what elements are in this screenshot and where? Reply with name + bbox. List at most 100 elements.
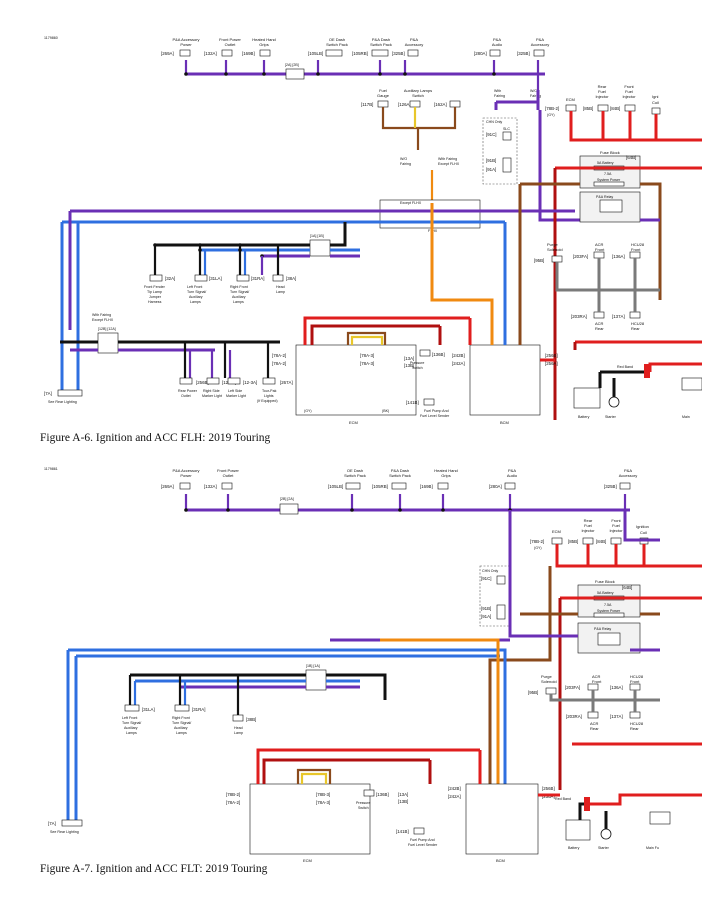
- fuel-pump-a7: [13A] [13B] [141B] Fuel Pump And Fuel Le…: [396, 792, 438, 847]
- svg-text:[162A]: [162A]: [434, 102, 447, 107]
- svg-text:Switch Pack: Switch Pack: [326, 42, 348, 47]
- svg-text:Heated Hand: Heated Hand: [252, 37, 276, 42]
- svg-text:Starter: Starter: [598, 846, 610, 850]
- component-pa-audio: P&A Audio [280A]: [474, 37, 503, 57]
- svg-text:Lights: Lights: [264, 394, 274, 398]
- top-drops: [184, 60, 540, 90]
- svg-text:Front: Front: [630, 679, 640, 684]
- svg-text:Right Front: Right Front: [172, 716, 190, 720]
- fuel-gauge: Fuel Gauge [117B]: [361, 88, 390, 108]
- svg-text:5A Battery: 5A Battery: [597, 161, 614, 165]
- svg-text:Heated Hand: Heated Hand: [434, 468, 458, 473]
- svg-text:Switch: Switch: [358, 806, 369, 810]
- svg-text:Starter: Starter: [605, 415, 617, 419]
- injectors-a6: Rear Fuel Injector [85B] Front Fuel Inje…: [583, 84, 661, 115]
- svg-text:Gauge: Gauge: [377, 93, 390, 98]
- svg-text:Audio: Audio: [492, 42, 503, 47]
- svg-text:OE Dash: OE Dash: [347, 468, 363, 473]
- svg-text:Lamps: Lamps: [190, 300, 201, 304]
- red-injector-bus: [569, 111, 702, 142]
- svg-text:Switch: Switch: [412, 93, 424, 98]
- svg-text:[78B-2]: [78B-2]: [530, 539, 544, 544]
- rear-drops-violet: [188, 350, 232, 378]
- svg-text:Except FLHX: Except FLHX: [92, 318, 114, 322]
- figure-caption-a7: Figure A-7. Ignition and ACC FLT: 2019 T…: [40, 863, 268, 875]
- svg-text:[31RA]: [31RA]: [251, 276, 264, 281]
- svg-text:[242A]: [242A]: [448, 794, 461, 799]
- svg-text:Switch Pack: Switch Pack: [370, 42, 392, 47]
- svg-text:P&A Dash: P&A Dash: [372, 37, 390, 42]
- svg-text:[280A]: [280A]: [489, 484, 502, 489]
- svg-text:[78B-3]: [78B-3]: [316, 792, 330, 797]
- svg-text:Pressure: Pressure: [410, 361, 424, 365]
- violet-fairing-split: [494, 90, 540, 110]
- svg-text:Tour-Pak: Tour-Pak: [262, 389, 277, 393]
- svg-text:[91A]: [91A]: [481, 614, 491, 619]
- svg-text:P&A Relay: P&A Relay: [596, 195, 613, 199]
- svg-text:[7A]: [7A]: [48, 821, 56, 826]
- svg-text:P&A Dash: P&A Dash: [391, 468, 409, 473]
- svg-text:[136A]: [136A]: [612, 254, 625, 259]
- svg-text:Turn Signal/: Turn Signal/: [122, 721, 141, 725]
- svg-text:Outlet: Outlet: [225, 42, 237, 47]
- fuse-block-a7: Fuse Block [64B] 5A Battery 7.5A System …: [577, 579, 641, 654]
- front-lamps-a6: [32A] Front Fender Tip Lamp Jumper Harne…: [144, 274, 296, 304]
- svg-text:[2A] [2B]: [2A] [2B]: [285, 63, 299, 67]
- svg-text:Front: Front: [595, 247, 605, 252]
- svg-text:Rear: Rear: [590, 726, 599, 731]
- svg-text:HCU28: HCU28: [631, 321, 645, 326]
- svg-text:[280A]: [280A]: [474, 51, 487, 56]
- svg-text:[31LA]: [31LA]: [209, 276, 222, 281]
- brown-ecm-loop: [346, 331, 387, 345]
- chn-only-box: [482, 117, 518, 185]
- svg-text:(GY): (GY): [547, 113, 555, 117]
- svg-text:ACR: ACR: [592, 674, 601, 679]
- svg-text:[91C]: [91C]: [481, 576, 492, 581]
- svg-text:W/O: W/O: [400, 157, 407, 161]
- svg-text:[78A-3]: [78A-3]: [360, 361, 374, 366]
- svg-text:Front Fender: Front Fender: [144, 285, 166, 289]
- svg-text:Battery: Battery: [568, 846, 580, 850]
- svg-text:Auxiliary Lamps: Auxiliary Lamps: [404, 88, 432, 93]
- svg-text:Front Power: Front Power: [219, 37, 241, 42]
- svg-text:[256B]: [256B]: [545, 353, 558, 358]
- svg-text:ECM: ECM: [566, 97, 575, 102]
- svg-text:Injector: Injector: [581, 528, 595, 533]
- svg-text:Lamps: Lamps: [126, 731, 137, 735]
- bus-splices-a6: [184, 72, 496, 76]
- svg-text:Auxiliary: Auxiliary: [232, 295, 246, 299]
- connector-1a-1b: [1A] [1B]: [309, 234, 331, 257]
- svg-text:[38B]: [38B]: [246, 717, 256, 722]
- svg-text:P&A: P&A: [493, 37, 501, 42]
- svg-text:Head: Head: [276, 285, 285, 289]
- svg-text:[95B]: [95B]: [534, 258, 544, 263]
- yellow-loop-a7: [300, 772, 328, 784]
- svg-text:[13B]: [13B]: [398, 799, 408, 804]
- svg-text:[64B]: [64B]: [626, 155, 636, 160]
- svg-text:System Power: System Power: [597, 609, 621, 613]
- svg-text:Harness: Harness: [148, 300, 162, 304]
- svg-text:Injector: Injector: [609, 528, 623, 533]
- svg-text:Fuel: Fuel: [598, 89, 606, 94]
- component-pa-accessory-power: P&A Accessory Power [269A]: [161, 37, 200, 57]
- lamp-drops-black: [153, 245, 280, 275]
- svg-text:[32A]: [32A]: [165, 276, 175, 281]
- pressure-switch-a6: [136B] Pressure Switch: [410, 349, 445, 370]
- svg-text:HCU28: HCU28: [630, 674, 644, 679]
- svg-text:[105RB]: [105RB]: [372, 484, 388, 489]
- svg-text:Front: Front: [592, 679, 602, 684]
- svg-text:[13A]: [13A]: [398, 792, 408, 797]
- svg-text:Auxiliary: Auxiliary: [124, 726, 138, 730]
- svg-text:Except FLHX: Except FLHX: [400, 201, 422, 205]
- except-flhx-block: [379, 199, 481, 229]
- svg-text:Switch Pack: Switch Pack: [344, 473, 366, 478]
- svg-text:BCM: BCM: [500, 420, 509, 425]
- svg-text:Accessory: Accessory: [531, 42, 549, 47]
- svg-text:[31RA]: [31RA]: [192, 707, 205, 712]
- orange-bcm-a7: [380, 638, 500, 784]
- svg-text:[78A-3]: [78A-3]: [360, 353, 374, 358]
- top-components-a7: P&A Accessory Power [269A] Front Power O…: [161, 468, 637, 490]
- lamp-drops-black-a7: [128, 675, 240, 715]
- fuel-pump-a6: [13A] [13B] [141B] Fuel Pump And Fuel Le…: [404, 356, 450, 418]
- svg-text:ACR: ACR: [590, 721, 599, 726]
